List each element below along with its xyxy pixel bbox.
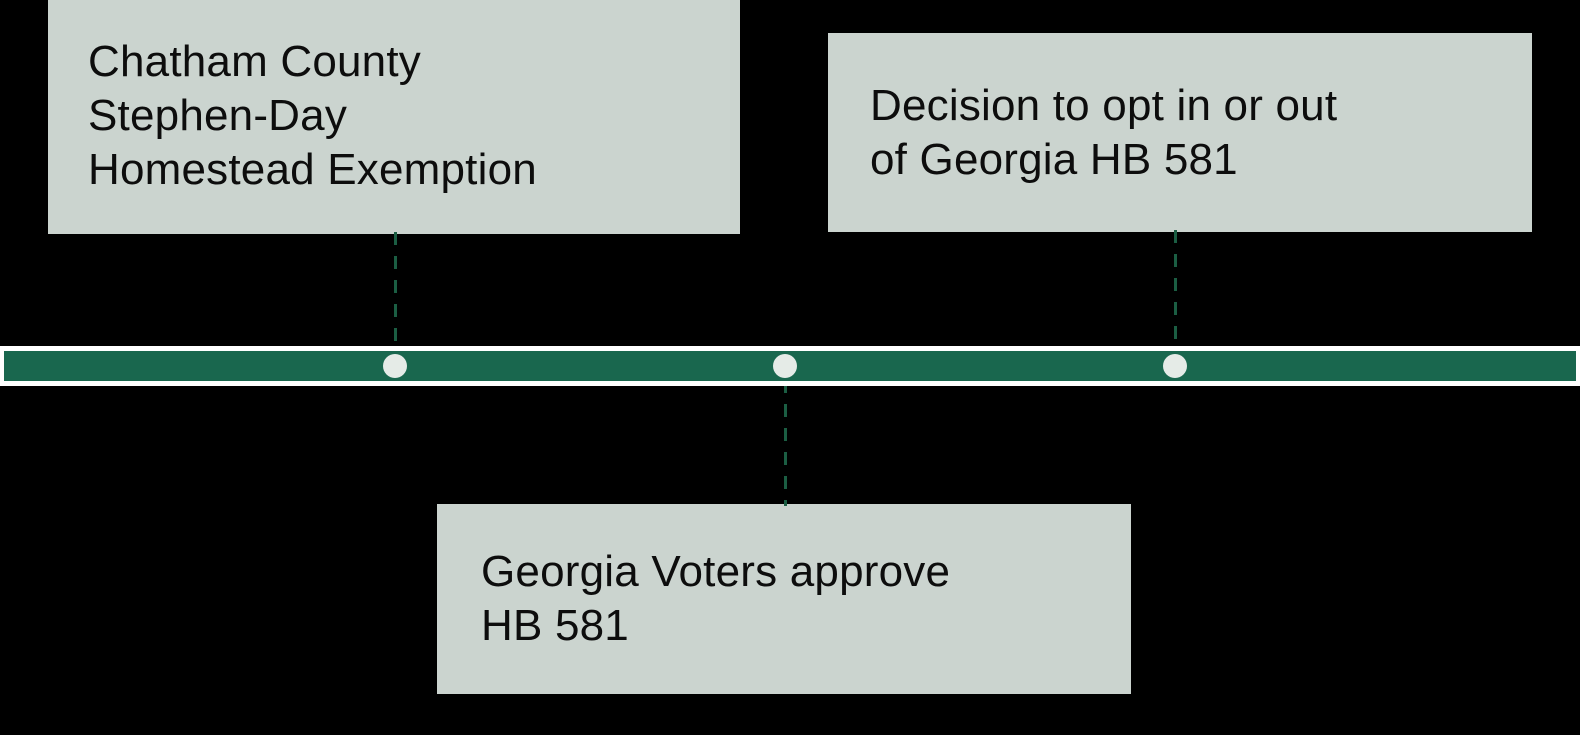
connector-line-milestone-3 [1174, 230, 1177, 354]
callout-label: Chatham County Stephen-Day Homestead Exe… [88, 37, 537, 194]
callout-label: Georgia Voters approve HB 581 [481, 547, 951, 650]
milestone-marker-decision-to-opt-in-or-out-of-georgia-hb-581[interactable] [1163, 354, 1187, 378]
callout-box-decision-to-opt-in-or-out-of-georgia-hb-581[interactable]: Decision to opt in or out of Georgia HB … [828, 33, 1532, 232]
callout-box-georgia-voters-approve-hb-581[interactable]: Georgia Voters approve HB 581 [437, 504, 1131, 694]
connector-line-milestone-2 [784, 380, 787, 506]
callout-label: Decision to opt in or out of Georgia HB … [870, 80, 1338, 184]
milestone-marker-chatham-county-stephen-day-homestead-exemption[interactable] [383, 354, 407, 378]
milestone-marker-georgia-voters-approve-hb-581[interactable] [773, 354, 797, 378]
connector-line-milestone-1 [394, 232, 397, 354]
callout-box-chatham-county-stephen-day-homestead-exemption[interactable]: Chatham County Stephen-Day Homestead Exe… [48, 0, 740, 234]
